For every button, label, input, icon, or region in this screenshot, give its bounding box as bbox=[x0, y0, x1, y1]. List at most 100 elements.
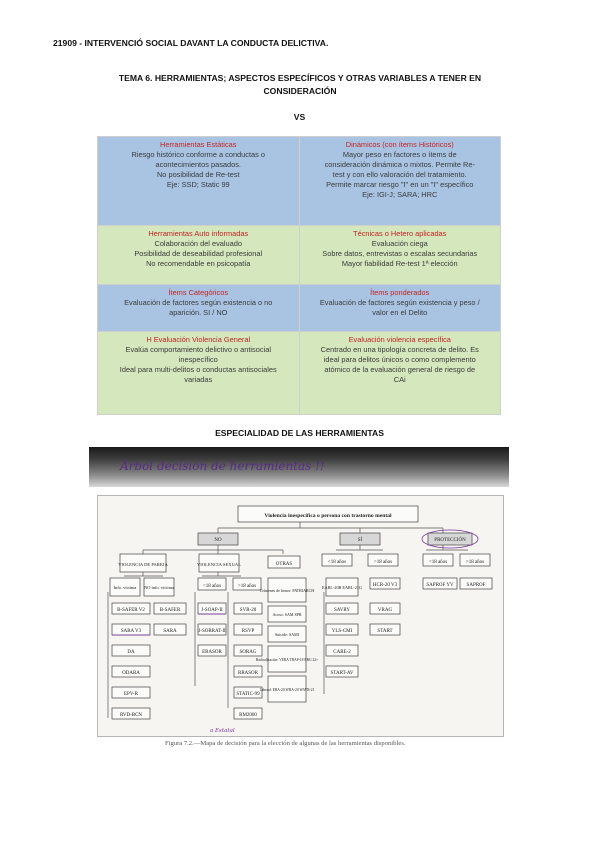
tool-erasor: ERASOR bbox=[202, 650, 222, 655]
tool-sara-v3: SARA V3 bbox=[121, 629, 142, 634]
tool-bsafer-v2: B-SAFER V2 bbox=[117, 608, 145, 613]
tool-savry: SAVRY bbox=[334, 608, 350, 613]
tool-da: DA bbox=[127, 650, 135, 655]
tool-laboral: Laboral: ERA-20 WRA-20 WAVR-21 bbox=[260, 688, 315, 692]
table-cell: Ítems Categóricos Evaluación de factores… bbox=[97, 284, 300, 332]
table-cell: H Evaluación Violencia General Evalúa co… bbox=[97, 331, 300, 415]
table-cell: Dinámicos (con ítems Históricos) Mayor p… bbox=[298, 136, 501, 226]
cell-line: Mayor fiabilidad Re-test 1ª elección bbox=[341, 259, 458, 268]
si-menor-label: <18 años bbox=[328, 560, 346, 565]
vs-label: VS bbox=[293, 112, 306, 122]
table-row: Herramientas Estáticas Riesgo histórico … bbox=[97, 136, 501, 226]
tool-hcr20: HCR-20 V3 bbox=[373, 583, 398, 588]
cell-line: Ideal para multi-delitos o conductas ant… bbox=[119, 365, 277, 374]
cell-heading: Ítems ponderados bbox=[370, 288, 430, 297]
si-mayor-label: >18 años bbox=[374, 560, 392, 565]
tool-rvd-bcn: RVD-BCN bbox=[120, 713, 142, 718]
cell-heading: Herramientas Estáticas bbox=[160, 140, 237, 149]
tool-saprof: SAPROF bbox=[467, 583, 486, 588]
sexual-menor-label: <18 años bbox=[203, 584, 221, 589]
topic-title-line2: CONSIDERACIÓN bbox=[263, 86, 337, 96]
table-row: Ítems Categóricos Evaluación de factores… bbox=[97, 284, 501, 332]
no-info-victima-label: NO info. víctima bbox=[144, 585, 174, 590]
cell-line: No posibilidad de Re-test bbox=[156, 170, 240, 179]
table-cell: Evaluación violencia específica Centrado… bbox=[298, 331, 501, 415]
cell-line: Eje: SSD; Static 99 bbox=[166, 180, 230, 189]
tool-rm2000: RM2000 bbox=[239, 713, 257, 718]
tool-yls-cmi: YLS-CMI bbox=[332, 629, 353, 634]
diagram-root-label: Violencia inespecífica o persona con tra… bbox=[264, 513, 392, 519]
tool-care2: CARE-2 bbox=[333, 650, 351, 655]
cell-line: No recomendable en psicopatía bbox=[146, 259, 251, 268]
tool-rrasor: RRASOR bbox=[238, 671, 259, 676]
tool-jsorrat: J-SORRAT-II bbox=[198, 629, 226, 634]
handwritten-note: Árbol decisión de herramientas !! bbox=[120, 459, 325, 473]
section-subtitle: ESPECIALIDAD DE LAS HERRAMIENTAS bbox=[215, 428, 384, 438]
info-victima-label: Info. víctima bbox=[114, 585, 137, 590]
cell-line: Evaluación ciega bbox=[371, 239, 428, 248]
tool-honor: Crímenes de honor: PATRIARCH bbox=[260, 588, 315, 593]
scanned-header-strip bbox=[89, 447, 509, 487]
comparison-table: Herramientas Estáticas Riesgo histórico … bbox=[97, 136, 501, 415]
cell-line: ideal para delitos únicos o como complem… bbox=[323, 355, 476, 364]
document-header: 21909 - INTERVENCIÓ SOCIAL DAVANT LA CON… bbox=[53, 38, 329, 48]
tool-jsoap: J-SOAP-II bbox=[201, 608, 223, 613]
cell-line: inespecífico bbox=[178, 355, 218, 364]
cell-heading: Ítems Categóricos bbox=[168, 288, 229, 297]
table-row: Herramientas Auto informadas Colaboració… bbox=[97, 225, 501, 285]
cell-line: Sobre datos, entrevistas o escalas secun… bbox=[322, 249, 478, 258]
tool-acoso: Acoso: SAM SPR bbox=[272, 612, 301, 617]
cell-line: Permite marcar riesgo "I" en un "I" espe… bbox=[326, 180, 474, 189]
table-cell: Herramientas Auto informadas Colaboració… bbox=[97, 225, 300, 285]
cell-line: Centrado en una tipología concreta de de… bbox=[320, 345, 479, 354]
tool-odara: ODARA bbox=[122, 671, 140, 676]
tool-suicide: Suicide: SAMI bbox=[275, 632, 300, 637]
no-label: NO bbox=[214, 538, 222, 543]
tool-static99: STATIC-99 bbox=[236, 692, 260, 697]
cell-line: Colaboración del evaluado bbox=[154, 239, 243, 248]
cell-line: consideración dinámica o mixtos. Permite… bbox=[324, 160, 475, 169]
tool-earl: EARL-20B EARL-21G bbox=[322, 585, 362, 590]
cell-line: aparición. SI / NO bbox=[169, 308, 228, 317]
cell-line: CAi bbox=[393, 375, 406, 384]
cell-line: Riesgo histórico conforme a conductas o bbox=[131, 150, 265, 159]
cell-heading: H Evaluación Violencia General bbox=[146, 335, 251, 344]
sexual-mayor-label: >18 años bbox=[238, 584, 256, 589]
violencia-pareja-label: VIOLENCIA DE PAREJA bbox=[118, 562, 168, 567]
topic-title-line1: TEMA 6. HERRAMIENTAS; ASPECTOS ESPECÍFIC… bbox=[118, 73, 482, 83]
tool-radicalizacion: Radicalización: VERA TRAP-18 ERG 22+ bbox=[256, 658, 318, 662]
cell-heading: Herramientas Auto informadas bbox=[148, 229, 249, 238]
decision-tree-svg: Violencia inespecífica o persona con tra… bbox=[107, 505, 493, 734]
proteccion-menor-label: <18 años bbox=[429, 560, 447, 565]
tool-saprof-yv: SAPROF YV bbox=[426, 583, 454, 588]
tool-bsafer: B-SAFER bbox=[160, 608, 181, 613]
tool-sara: SARA bbox=[163, 629, 177, 634]
table-cell: Ítems ponderados Evaluación de factores … bbox=[298, 284, 501, 332]
table-row: H Evaluación Violencia General Evalúa co… bbox=[97, 331, 501, 415]
cell-line: Mayor peso en factores o ítems de bbox=[342, 150, 457, 159]
table-cell: Técnicas o Hetero aplicadas Evaluación c… bbox=[298, 225, 501, 285]
cell-line: valor en el Delito bbox=[372, 308, 428, 317]
violencia-sexual-label: VIOLENCIA SEXUAL bbox=[197, 562, 241, 567]
decision-tree-diagram: Violencia inespecífica o persona con tra… bbox=[97, 495, 504, 737]
cell-line: Evalúa comportamiento delictivo o antiso… bbox=[125, 345, 271, 354]
tool-svr20: SVR-20 bbox=[240, 608, 257, 613]
tool-vrag: VRAG bbox=[378, 608, 393, 613]
cell-line: Evaluación de factores según existencia … bbox=[124, 298, 273, 307]
cell-line: atómico de la evaluación general de ries… bbox=[324, 365, 476, 374]
proteccion-label: PROTECCIÓN bbox=[434, 537, 466, 543]
cell-heading: Dinámicos (con ítems Históricos) bbox=[345, 140, 454, 149]
figure-caption: Figura 7.2.—Mapa de decisión para la ele… bbox=[165, 740, 406, 747]
tool-rsvp: RSVP bbox=[242, 629, 255, 634]
cell-line: variadas bbox=[184, 375, 213, 384]
tool-epv-r: EPV-R bbox=[124, 692, 139, 697]
si-label: SÍ bbox=[358, 537, 363, 543]
cell-line: test y con ello valoración del tratamien… bbox=[332, 170, 467, 179]
tool-sorag: SORAG bbox=[240, 650, 257, 655]
otras-label: OTRAS bbox=[276, 562, 293, 567]
cell-line: Evaluación de factores según existencia … bbox=[319, 298, 480, 307]
proteccion-mayor-label: >18 años bbox=[466, 560, 484, 565]
cell-heading: Evaluación violencia específica bbox=[348, 335, 451, 344]
tool-start-av: START-AV bbox=[331, 671, 354, 676]
cell-line: acontecimientos pasados. bbox=[155, 160, 241, 169]
